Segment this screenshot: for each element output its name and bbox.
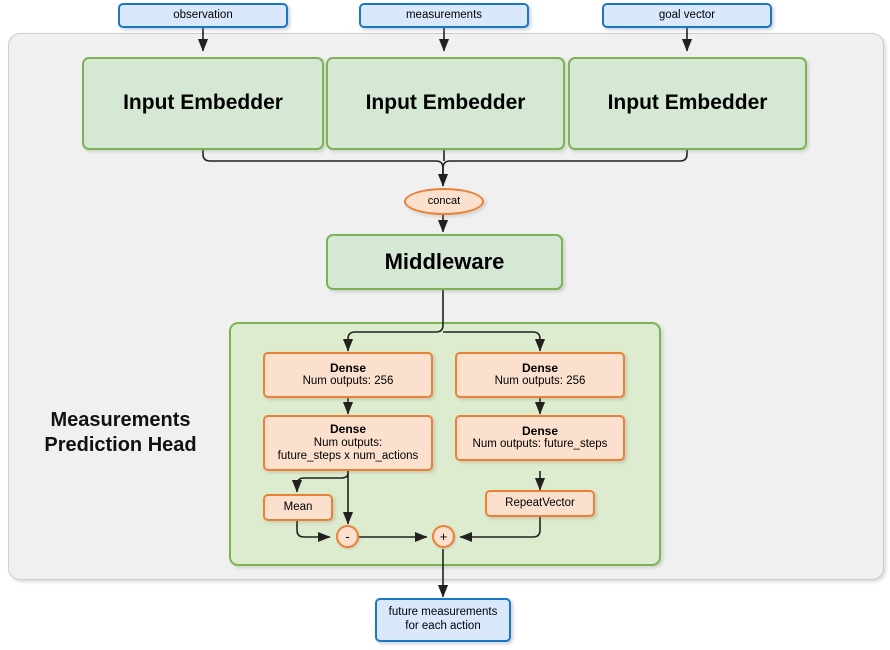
dense-left-1[interactable]: Dense Num outputs: 256 <box>263 352 433 398</box>
concat-label: concat <box>427 195 461 208</box>
head-label-line2: Prediction Head <box>44 434 197 456</box>
output-label-line1: future measurements <box>388 606 498 619</box>
dense-left-2[interactable]: Dense Num outputs: future_steps x num_ac… <box>263 415 433 471</box>
input-label-observation: observation <box>173 8 233 21</box>
middleware-label: Middleware <box>384 249 505 275</box>
input-embedder-goal-vector[interactable]: Input Embedder <box>568 57 807 150</box>
input-embedder-label-3: Input Embedder <box>607 91 768 115</box>
output-box-future-measurements[interactable]: future measurements for each action <box>375 598 511 642</box>
add-operator[interactable]: + <box>432 525 455 548</box>
subtract-operator[interactable]: - <box>336 525 359 548</box>
input-embedder-measurements[interactable]: Input Embedder <box>326 57 565 150</box>
input-embedder-label-1: Input Embedder <box>123 91 283 115</box>
input-label-measurements: measurements <box>405 8 483 21</box>
input-embedder-label-2: Input Embedder <box>365 91 526 115</box>
subtract-operator-label: - <box>345 528 350 544</box>
measurements-prediction-head-label: Measurements Prediction Head <box>18 408 223 458</box>
dense-right-1-line1: Num outputs: 256 <box>494 375 586 388</box>
dense-left-2-line2: future_steps x num_actions <box>277 450 419 463</box>
input-embedder-observation[interactable]: Input Embedder <box>82 57 324 150</box>
dense-right-1[interactable]: Dense Num outputs: 256 <box>455 352 625 398</box>
repeat-vector-label: RepeatVector <box>505 496 575 509</box>
middleware-node[interactable]: Middleware <box>326 234 563 290</box>
dense-left-1-line1: Num outputs: 256 <box>302 375 394 388</box>
dense-left-1-title: Dense <box>329 361 367 376</box>
mean-node[interactable]: Mean <box>263 494 333 521</box>
input-label-goal-vector: goal vector <box>658 8 716 21</box>
mean-label: Mean <box>283 500 313 513</box>
input-box-goal-vector[interactable]: goal vector <box>602 3 772 28</box>
dense-right-2-title: Dense <box>521 424 559 439</box>
concat-node[interactable]: concat <box>404 188 484 215</box>
dense-right-2[interactable]: Dense Num outputs: future_steps <box>455 415 625 461</box>
dense-left-2-line1: Num outputs: <box>313 436 383 449</box>
input-box-measurements[interactable]: measurements <box>359 3 529 28</box>
dense-left-2-title: Dense <box>329 422 367 437</box>
add-operator-label: + <box>439 528 448 544</box>
repeat-vector-node[interactable]: RepeatVector <box>485 490 595 517</box>
dense-right-2-line1: Num outputs: future_steps <box>472 438 608 451</box>
head-label-line1: Measurements <box>50 409 191 431</box>
input-box-observation[interactable]: observation <box>118 3 288 28</box>
dense-right-1-title: Dense <box>521 361 559 376</box>
output-label-line2: for each action <box>405 620 481 632</box>
